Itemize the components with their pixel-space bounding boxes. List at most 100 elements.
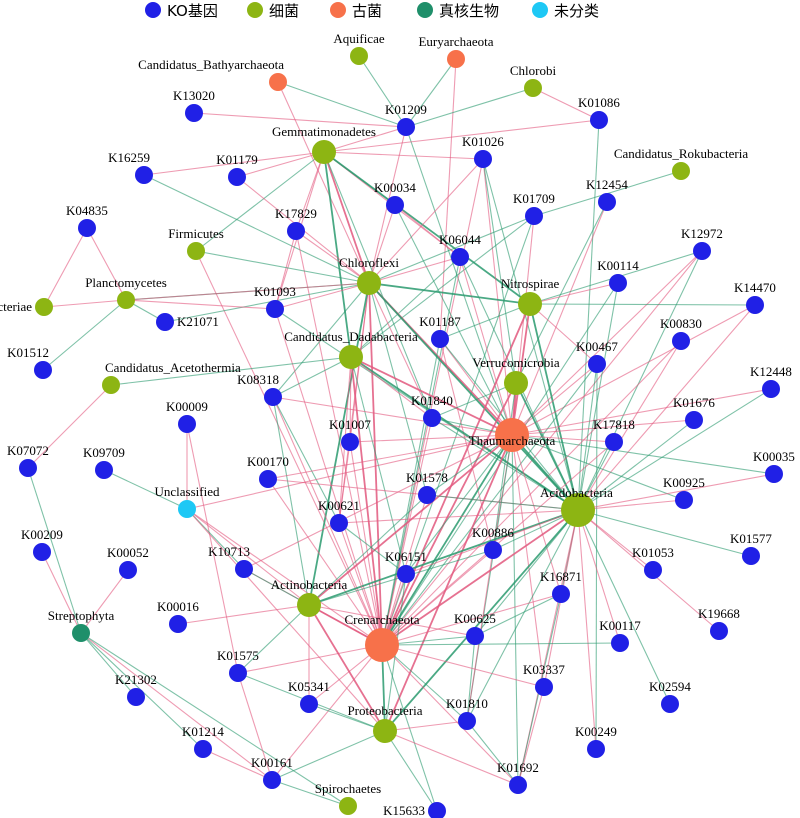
edge-verrucomicrobia-crenarchaeota bbox=[381, 382, 517, 646]
node-label-k01578: K01578 bbox=[406, 470, 448, 485]
edge-k01187-crenarchaeota bbox=[381, 338, 441, 646]
edge-k06044-thaumarchaeota bbox=[459, 256, 513, 436]
node-label-k01709: K01709 bbox=[513, 191, 555, 206]
node-k01187: K01187 bbox=[419, 314, 461, 348]
node-k15633: K15633 bbox=[383, 802, 446, 818]
node-k12448: K12448 bbox=[750, 364, 792, 398]
node-circle-k00249 bbox=[587, 740, 605, 758]
node-k01840: K01840 bbox=[411, 393, 453, 427]
edge-k03337-k01692 bbox=[517, 686, 545, 786]
node-label-k00467: K00467 bbox=[576, 339, 618, 354]
edge-k12448-thaumarchaeota bbox=[511, 388, 772, 436]
node-circle-k00621 bbox=[330, 514, 348, 532]
node-circle-k10713 bbox=[235, 560, 253, 578]
edge-k06044-candidatus-dadabacteria bbox=[350, 256, 461, 358]
node-circle-k01007 bbox=[341, 433, 359, 451]
node-circle-k05341 bbox=[300, 695, 318, 713]
node-circle-k00925 bbox=[675, 491, 693, 509]
edge-thaumarchaeota-k01692 bbox=[511, 434, 519, 786]
edge-thaumarchaeota-k16871 bbox=[511, 434, 562, 595]
node-chloroflexi: Chloroflexi bbox=[339, 255, 399, 295]
node-circle-k12448 bbox=[762, 380, 780, 398]
node-circle-crenarchaeota bbox=[365, 628, 399, 662]
node-circle-k00117 bbox=[611, 634, 629, 652]
node-k00625: K00625 bbox=[454, 611, 496, 645]
edge-acidobacteria-k00249 bbox=[577, 509, 597, 750]
edge-k00467-thaumarchaeota bbox=[511, 363, 598, 436]
edge-k07072-streptophyta bbox=[27, 467, 82, 634]
node-spirochaetes: Spirochaetes bbox=[315, 781, 381, 815]
edge-unclassified-crenarchaeota bbox=[186, 508, 383, 646]
node-firmicutes: Firmicutes bbox=[168, 226, 224, 260]
edge-k00209-streptophyta bbox=[41, 551, 82, 634]
node-circle-ignavibacteriae bbox=[35, 298, 53, 316]
node-label-k07072: K07072 bbox=[7, 443, 49, 458]
node-circle-k01709 bbox=[525, 207, 543, 225]
node-k03337: K03337 bbox=[523, 662, 565, 696]
node-circle-gemmatimonadetes bbox=[312, 140, 336, 164]
node-circle-k00467 bbox=[588, 355, 606, 373]
node-label-k01187: K01187 bbox=[419, 314, 461, 329]
node-label-k01053: K01053 bbox=[632, 545, 674, 560]
node-label-gemmatimonadetes: Gemmatimonadetes bbox=[272, 124, 376, 139]
edge-k08318-crenarchaeota bbox=[272, 396, 383, 646]
node-circle-k00830 bbox=[672, 332, 690, 350]
node-label-k01007: K01007 bbox=[329, 417, 371, 432]
legend-label-eukaryote: 真核生物 bbox=[439, 2, 499, 20]
node-label-k13020: K13020 bbox=[173, 88, 215, 103]
node-circle-streptophyta bbox=[72, 624, 90, 642]
node-circle-k00625 bbox=[466, 627, 484, 645]
edge-streptophyta-spirochaetes bbox=[80, 632, 349, 807]
node-k00170: K00170 bbox=[247, 454, 289, 488]
edge-acidobacteria-actinobacteria bbox=[308, 509, 579, 606]
edge-k01840-crenarchaeota bbox=[381, 417, 433, 646]
node-circle-k01026 bbox=[474, 150, 492, 168]
node-circle-k01512 bbox=[34, 361, 52, 379]
edge-k00114-acidobacteria bbox=[577, 282, 619, 511]
node-label-k00035: K00035 bbox=[753, 449, 795, 464]
edge-k06044-chloroflexi bbox=[368, 256, 461, 284]
node-circle-candidatus-acetothermia bbox=[102, 376, 120, 394]
node-circle-k14470 bbox=[746, 296, 764, 314]
node-label-k01577: K01577 bbox=[730, 531, 772, 546]
edge-planctomycetes-k01512 bbox=[42, 299, 127, 371]
node-circle-k00161 bbox=[263, 771, 281, 789]
node-label-nitrospirae: Nitrospirae bbox=[501, 276, 560, 291]
edge-candidatus-acetothermia-k07072 bbox=[27, 384, 112, 469]
node-circle-k02594 bbox=[661, 695, 679, 713]
legend-item-eukaryote: 真核生物 bbox=[417, 2, 499, 20]
node-circle-k00170 bbox=[259, 470, 277, 488]
edge-gemmatimonadetes-k01026 bbox=[323, 151, 484, 160]
edge-candidatus-bathyarchaeota-k01209 bbox=[277, 81, 407, 128]
node-k21071: K21071 bbox=[156, 313, 219, 331]
edge-k14470-thaumarchaeota bbox=[511, 304, 756, 436]
node-circle-candidatus-dadabacteria bbox=[339, 345, 363, 369]
node-label-crenarchaeota: Crenarchaeota bbox=[344, 612, 419, 627]
legend-swatch-eukaryote bbox=[417, 2, 433, 18]
node-circle-k12972 bbox=[693, 242, 711, 260]
edge-k16871-crenarchaeota bbox=[381, 593, 562, 646]
node-label-k01214: K01214 bbox=[182, 724, 224, 739]
edge-k01187-thaumarchaeota bbox=[439, 338, 513, 436]
edge-k00035-acidobacteria bbox=[577, 473, 775, 511]
edge-chloroflexi-k01093 bbox=[274, 282, 370, 310]
node-label-k19668: K19668 bbox=[698, 606, 740, 621]
node-label-k00925: K00925 bbox=[663, 475, 705, 490]
edge-acidobacteria-k01810 bbox=[466, 509, 579, 722]
edge-actinobacteria-proteobacteria bbox=[308, 604, 386, 732]
node-circle-k06044 bbox=[451, 248, 469, 266]
node-label-k12448: K12448 bbox=[750, 364, 792, 379]
node-label-k00016: K00016 bbox=[157, 599, 199, 614]
node-label-k01676: K01676 bbox=[673, 395, 715, 410]
edge-k00467-acidobacteria bbox=[577, 363, 598, 511]
edge-k10713-actinobacteria bbox=[243, 568, 310, 606]
node-circle-k00114 bbox=[609, 274, 627, 292]
legend-label-bacteria: 细菌 bbox=[269, 2, 299, 20]
node-k19668: K19668 bbox=[698, 606, 740, 640]
edge-k00467-crenarchaeota bbox=[381, 363, 598, 646]
node-k12972: K12972 bbox=[681, 226, 723, 260]
node-label-actinobacteria: Actinobacteria bbox=[271, 577, 348, 592]
legend-item-bacteria: 细菌 bbox=[247, 2, 299, 20]
node-gemmatimonadetes: Gemmatimonadetes bbox=[272, 124, 376, 164]
edge-k01676-acidobacteria bbox=[577, 419, 695, 511]
